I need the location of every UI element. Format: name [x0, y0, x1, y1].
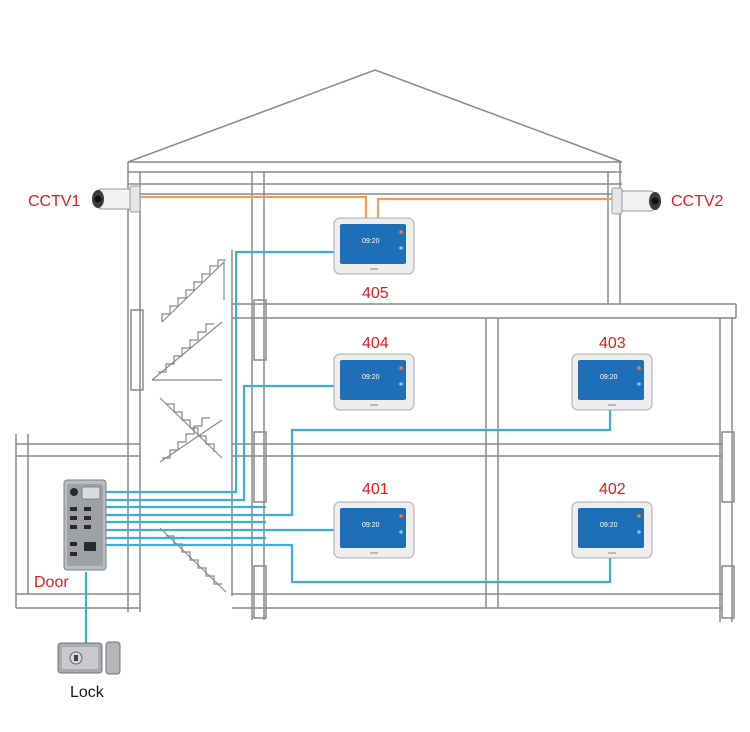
stair-steps-2 — [158, 323, 214, 373]
monitor-label: 401 — [362, 481, 389, 498]
monitor-403: 09:20 403 — [571, 335, 653, 411]
stair-flight-1 — [161, 260, 225, 323]
indoor-monitor-icon — [333, 217, 415, 275]
center-column-joint-2 — [253, 431, 267, 503]
monitor-405: 09:20 405 — [333, 217, 415, 302]
monitor-clock: 09:20 — [362, 522, 380, 529]
monitor-clock: 09:20 — [362, 374, 380, 381]
cctv2-camera — [611, 187, 661, 215]
monitor-401: 09:20 401 — [333, 481, 415, 559]
cctv1-label: CCTV1 — [28, 193, 81, 210]
door-label: Door — [34, 574, 69, 591]
cable-403 — [104, 408, 612, 517]
lock-label: Lock — [70, 684, 105, 701]
stair-steps-1 — [161, 259, 226, 322]
cable-cctv2 — [376, 197, 616, 218]
monitor-label: 404 — [362, 335, 389, 352]
monitor-402: 09:20 402 — [571, 481, 653, 559]
stair-steps-4 — [162, 417, 210, 459]
monitor-404: 09:20 404 — [333, 335, 415, 411]
camera-cables — [134, 195, 616, 218]
stair-flight-4 — [159, 419, 223, 463]
center-column-joint-1 — [253, 299, 267, 361]
stair-steps-5 — [166, 535, 222, 585]
right-column-joint-1 — [721, 431, 735, 503]
monitor-clock: 09:20 — [600, 374, 618, 381]
stair-flight-2 — [151, 321, 223, 381]
cable-405 — [104, 250, 334, 494]
indoor-monitor-icon — [333, 501, 415, 559]
center-column-joint-3 — [253, 565, 267, 619]
cable-402 — [104, 543, 612, 584]
cable-404 — [104, 384, 334, 502]
indoor-monitor-icon — [571, 501, 653, 559]
monitor-label: 402 — [599, 481, 626, 498]
right-column-joint-2 — [721, 565, 735, 619]
monitor-clock: 09:20 — [600, 522, 618, 529]
cable-cctv1 — [134, 195, 368, 218]
roof — [127, 69, 623, 163]
bus-cables — [84, 250, 612, 646]
monitors-layer: 09:20 405 09:20 404 09:20 403 09:20 401 09:20 402 — [333, 217, 653, 559]
electric-lock-icon — [57, 641, 121, 675]
monitor-label: 403 — [599, 335, 626, 352]
cctv1-camera — [92, 185, 141, 213]
cctv2-label: CCTV2 — [671, 193, 724, 210]
monitor-label: 405 — [362, 285, 389, 302]
indoor-monitor-icon — [571, 353, 653, 411]
indoor-monitor-icon — [333, 353, 415, 411]
bullet-camera-icon — [611, 187, 661, 215]
door-panel — [63, 479, 107, 571]
staircase — [151, 259, 227, 593]
door-panel-icon — [63, 479, 107, 571]
monitor-clock: 09:20 — [362, 238, 380, 245]
bullet-camera-icon — [92, 185, 141, 213]
electric-lock — [57, 641, 121, 675]
left-column-joint-1 — [130, 309, 144, 391]
stair-steps-3 — [166, 403, 215, 452]
